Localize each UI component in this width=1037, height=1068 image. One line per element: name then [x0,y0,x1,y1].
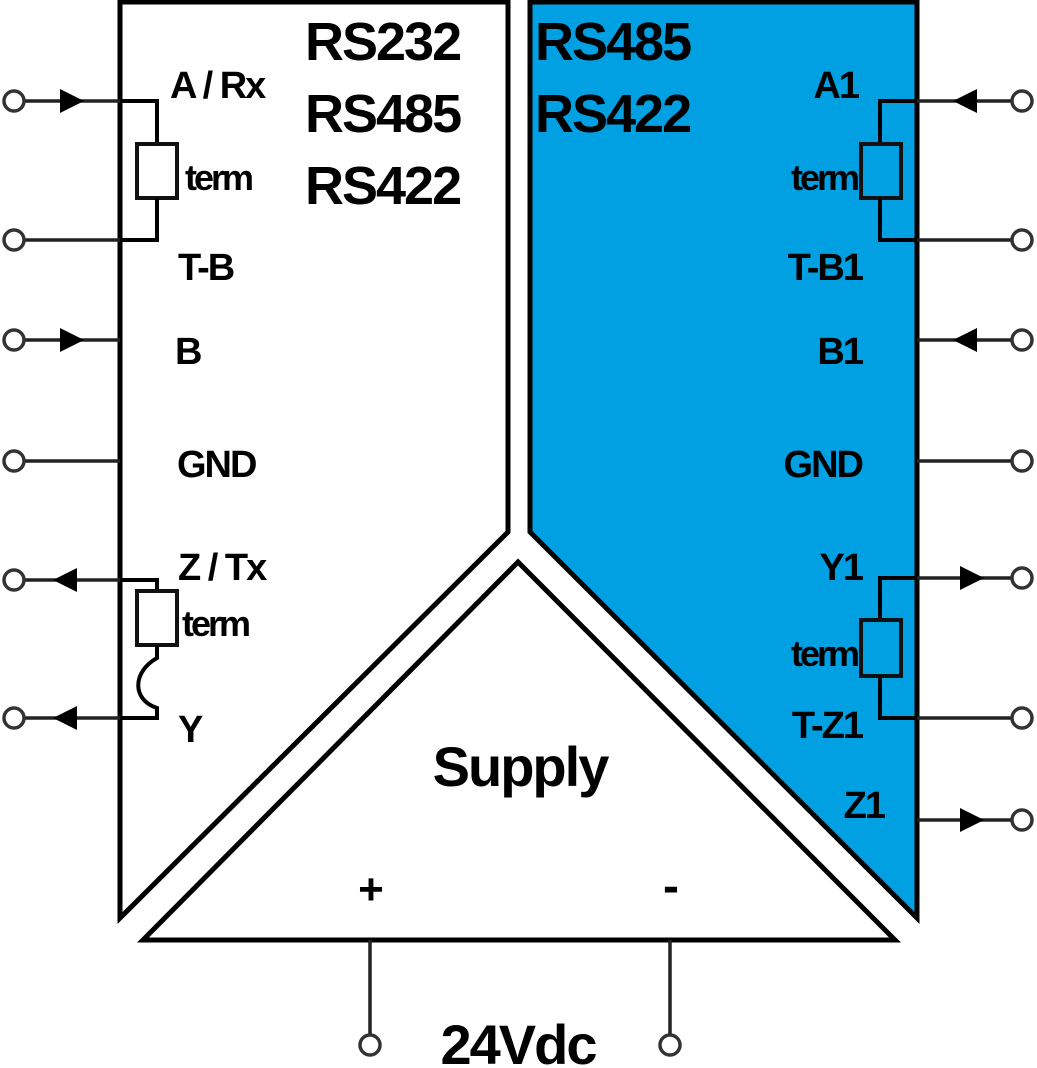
arrow-in-icon [953,89,977,113]
termination-resistor-input-1 [135,142,179,200]
pin-label-b: B [175,331,201,373]
term-wire-output-2b [878,676,917,720]
pin-label-z-tx: Z / Tx [178,547,267,589]
supply-voltage-label: 24Vdc [441,1013,597,1068]
pin-label-t-z1: T-Z1 [792,705,864,747]
pin-label-term-output-2: term [791,633,858,674]
pin-label-a1: A1 [813,65,859,107]
terminal-t-z1[interactable] [917,706,1034,730]
terminal-y[interactable] [2,706,120,730]
input-protocol-rs232: RS232 [305,12,460,72]
arrow-in-icon [953,328,977,352]
pin-label-b1: B1 [817,331,863,373]
terminal-z1[interactable] [917,808,1034,832]
output-block [527,0,920,925]
arrow-in-icon [60,328,84,352]
term-wire-output-2 [878,576,917,620]
pin-label-term-input-1: term [185,157,252,198]
pin-label-y: Y [178,709,203,751]
terminal-y1[interactable] [917,566,1034,590]
supply-label: Supply [433,735,610,798]
pin-label-z1: Z1 [844,785,886,827]
terminal-a1[interactable] [917,89,1034,113]
arrow-out-icon [960,566,984,590]
terminal-t-b[interactable] [2,228,120,252]
terminal-gnd-input[interactable] [2,449,120,473]
arrow-out-icon [53,706,77,730]
pin-label-gnd-input: GND [177,444,256,486]
pin-label-gnd-output: GND [784,444,863,486]
terminal-gnd-output[interactable] [917,449,1034,473]
output-protocol-rs422: RS422 [535,84,690,144]
term-wire-output-1 [878,99,917,144]
termination-resistor-output-1 [859,142,903,200]
supply-minus-label: - [663,860,678,913]
arrow-out-icon [960,808,984,832]
jumper-link-icon [120,645,159,720]
terminal-t-b1[interactable] [917,228,1034,252]
termination-resistor-output-2 [859,618,903,678]
pin-label-term-input-2: term [182,603,249,644]
pin-label-y1: Y1 [820,547,864,589]
terminal-supply-minus[interactable] [658,940,682,1057]
pin-label-t-b1: T-B1 [788,247,864,289]
output-protocol-rs485: RS485 [535,12,691,72]
pin-label-a-rx: A / Rx [170,65,266,107]
supply-plus-label: + [358,865,382,914]
term-wire-input-1b [120,198,159,242]
input-block [117,0,511,925]
term-wire-input-1 [120,99,159,144]
term-wire-output-1b [878,198,917,242]
terminal-supply-plus[interactable] [358,940,382,1057]
input-protocol-rs485: RS485 [305,84,461,144]
arrow-out-icon [53,568,77,592]
arrow-in-icon [60,89,84,113]
terminal-z-tx[interactable] [2,568,120,592]
input-protocol-rs422: RS422 [305,156,460,216]
pin-label-term-output-1: term [791,157,858,198]
term-wire-input-2 [120,578,159,591]
terminal-a-rx[interactable] [2,89,120,113]
pin-label-t-b: T-B [178,247,234,289]
supply-triangle [136,558,902,943]
termination-resistor-input-2 [135,589,179,647]
terminal-b1[interactable] [917,328,1034,352]
terminal-b[interactable] [2,328,120,352]
